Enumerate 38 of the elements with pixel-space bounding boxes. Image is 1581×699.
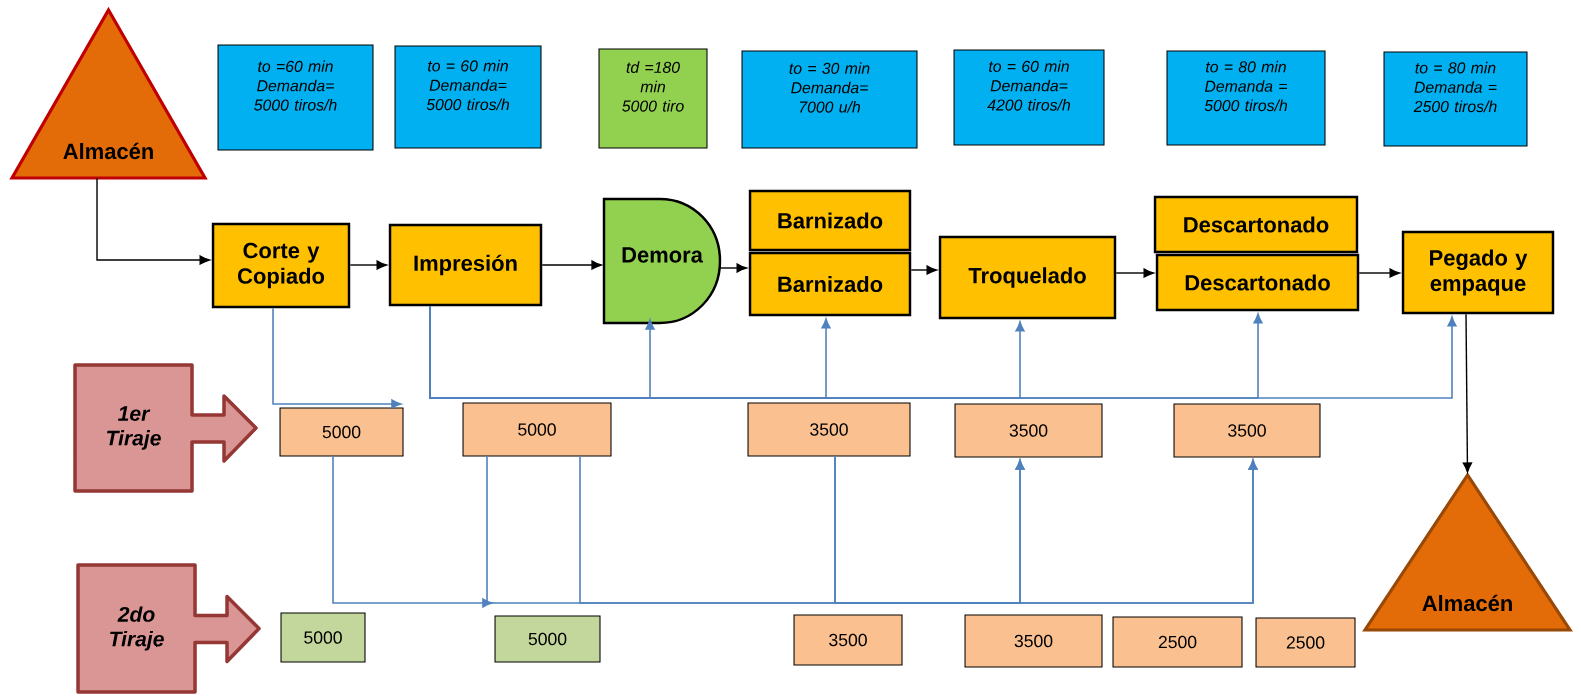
process-box: Pegado y empaque (1401, 230, 1555, 315)
info-box: to = 80 min Demanda = 2500 tiros/h (1383, 51, 1528, 147)
process-box: Impresión (388, 223, 543, 307)
arrow (541, 260, 602, 270)
process-box: Corte y Copiado (211, 222, 351, 309)
arrow (1358, 268, 1400, 278)
arrow (272, 307, 402, 409)
quantity-box: 2500 (1255, 617, 1356, 668)
quantity-box: 5000 (494, 615, 601, 663)
quantity-box: 3500 (747, 402, 911, 457)
arrow (96, 177, 210, 265)
info-box: to = 60 min Demanda= 5000 tiros/h (394, 45, 542, 149)
quantity-box: 5000 (462, 402, 612, 457)
process-box: Barnizado (748, 251, 912, 317)
quantity-box: 5000 (279, 407, 404, 457)
quantity-box: 5000 (280, 612, 366, 663)
quantity-box: 3500 (954, 403, 1103, 458)
info-box: td =180 min 5000 tiro (598, 48, 708, 149)
arrow (910, 265, 937, 275)
process-box: Troquelado (938, 235, 1117, 320)
process-box: Descartonado (1155, 253, 1360, 312)
process-box: Descartonado (1153, 195, 1359, 254)
info-box: to = 30 min Demanda= 7000 u/h (741, 50, 918, 149)
quantity-box: 2500 (1112, 616, 1243, 668)
arrow (332, 455, 493, 608)
process-box: Barnizado (748, 189, 912, 252)
arrow (1462, 313, 1473, 473)
info-box: to =60 min Demanda= 5000 tiros/h (217, 44, 374, 151)
arrow (349, 260, 387, 270)
arrow (834, 455, 1258, 604)
info-box: to = 80 min Demanda = 5000 tiros/h (1166, 50, 1326, 146)
quantity-box: 3500 (793, 614, 903, 666)
arrow (719, 263, 747, 273)
quantity-box: 3500 (964, 614, 1103, 668)
info-box: to = 60 min Demanda= 4200 tiros/h (953, 49, 1105, 146)
arrow (1115, 268, 1154, 278)
arrow (429, 305, 1457, 399)
quantity-box: 3500 (1173, 403, 1321, 458)
